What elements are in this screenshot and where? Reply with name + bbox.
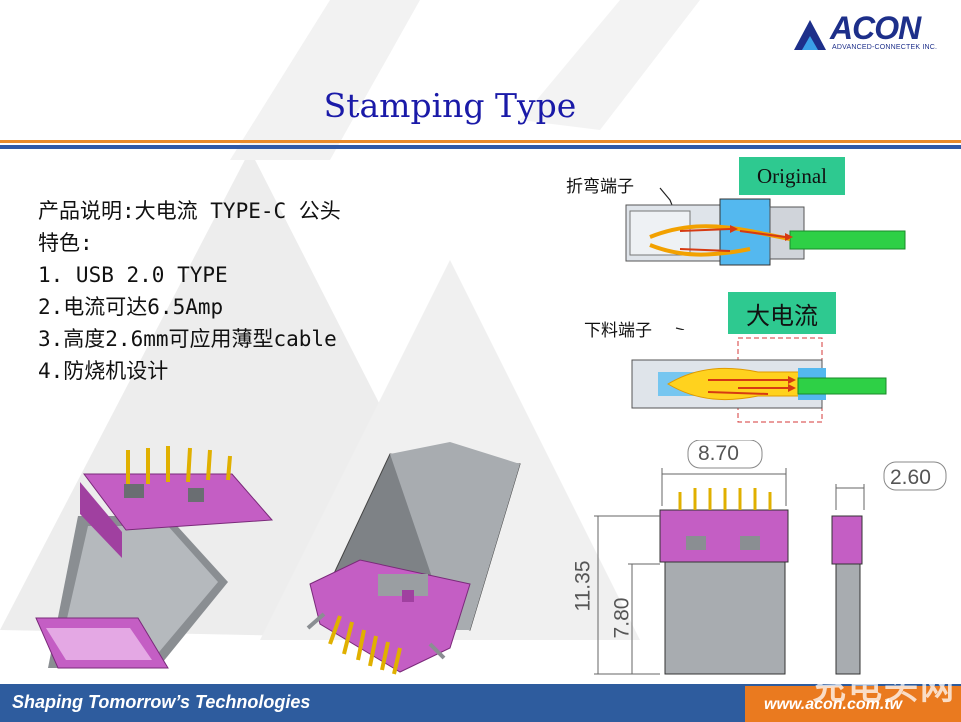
- description-line: 1. USB 2.0 TYPE: [38, 263, 228, 287]
- connector-3d-front-view: [35, 446, 274, 669]
- logo-subtext: ADVANCED-CONNECTEK INC.: [832, 44, 938, 51]
- description-line: 特色:: [38, 231, 93, 255]
- watermark: 充电头网: [812, 668, 956, 708]
- dimension-height-body: 7.80: [610, 597, 634, 639]
- footer-slogan: Shaping Tomorrow’s Technologies: [12, 692, 311, 712]
- high-current-cross-section-drawing: [631, 337, 887, 423]
- dimension-drawing: [594, 440, 947, 675]
- product-description: 产品说明:大电流 TYPE-C 公头 特色: 1. USB 2.0 TYPE 2…: [38, 195, 341, 387]
- description-line: 产品说明:大电流 TYPE-C 公头: [38, 199, 341, 223]
- description-line: 2.电流可达6.5Amp: [38, 295, 224, 319]
- dimension-width: 8.70: [698, 442, 739, 465]
- dimension-height-total: 11.35: [571, 560, 595, 612]
- footer-url-bar: [745, 686, 961, 722]
- divider-blue: [0, 145, 961, 149]
- logo-text: ACON: [830, 10, 921, 46]
- original-tag: Original: [739, 157, 845, 195]
- divider-orange: [0, 140, 961, 143]
- description-line: 3.高度2.6mm可应用薄型cable: [38, 327, 337, 351]
- high-current-tag: 大电流: [728, 292, 836, 334]
- description-line: 4.防烧机设计: [38, 359, 169, 383]
- page-title: Stamping Type: [323, 86, 577, 125]
- original-cross-section-drawing: [625, 198, 906, 266]
- bent-terminal-label: 折弯端子: [566, 177, 634, 197]
- stamped-terminal-label: 下料端子: [584, 321, 652, 341]
- connector-3d-back-view: [306, 442, 521, 675]
- acon-logo-icon: [794, 20, 826, 50]
- footer-url[interactable]: www.acon.com.tw: [764, 696, 903, 713]
- dimension-thickness: 2.60: [890, 466, 931, 489]
